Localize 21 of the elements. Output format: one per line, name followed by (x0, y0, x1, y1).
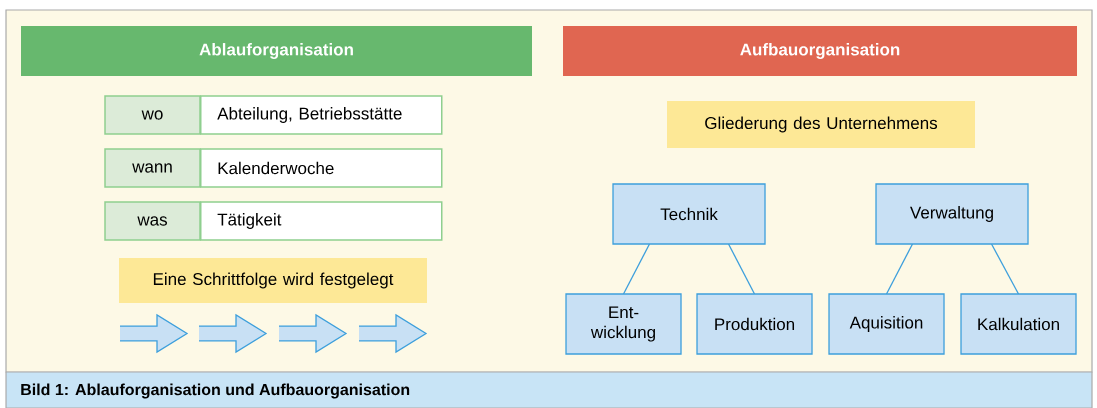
org-box: Produktion (696, 293, 813, 355)
note-box: Eine Schrittfolge wird festgelegt (119, 258, 427, 303)
table-cell: Kalenderwoche (200, 148, 443, 188)
header-bar: Aufbauorganisation (563, 26, 1077, 76)
table-cell: Abteilung, Betriebsstätte (200, 95, 443, 135)
org-box: Kalkulation (960, 293, 1077, 355)
table-cell: wann (104, 148, 201, 188)
connector-line (727, 243, 756, 295)
table-cell: Tätigkeit (200, 201, 443, 241)
connector-line (990, 243, 1020, 295)
org-box: Ent- wicklung (565, 293, 682, 355)
note-box: Gliederung des Unternehmens (667, 101, 975, 148)
connector-line (885, 243, 914, 295)
org-box: Aquisition (828, 293, 945, 355)
org-box: Verwaltung (875, 183, 1029, 245)
org-box: Technik (612, 183, 766, 245)
header-bar: Ablauforganisation (21, 26, 532, 76)
table-cell: was (104, 201, 201, 241)
connector-line (622, 243, 651, 295)
table-cell: wo (104, 95, 201, 135)
caption-band: Bild 1: Ablauforganisation und Aufbauorganisation (5, 371, 1093, 408)
